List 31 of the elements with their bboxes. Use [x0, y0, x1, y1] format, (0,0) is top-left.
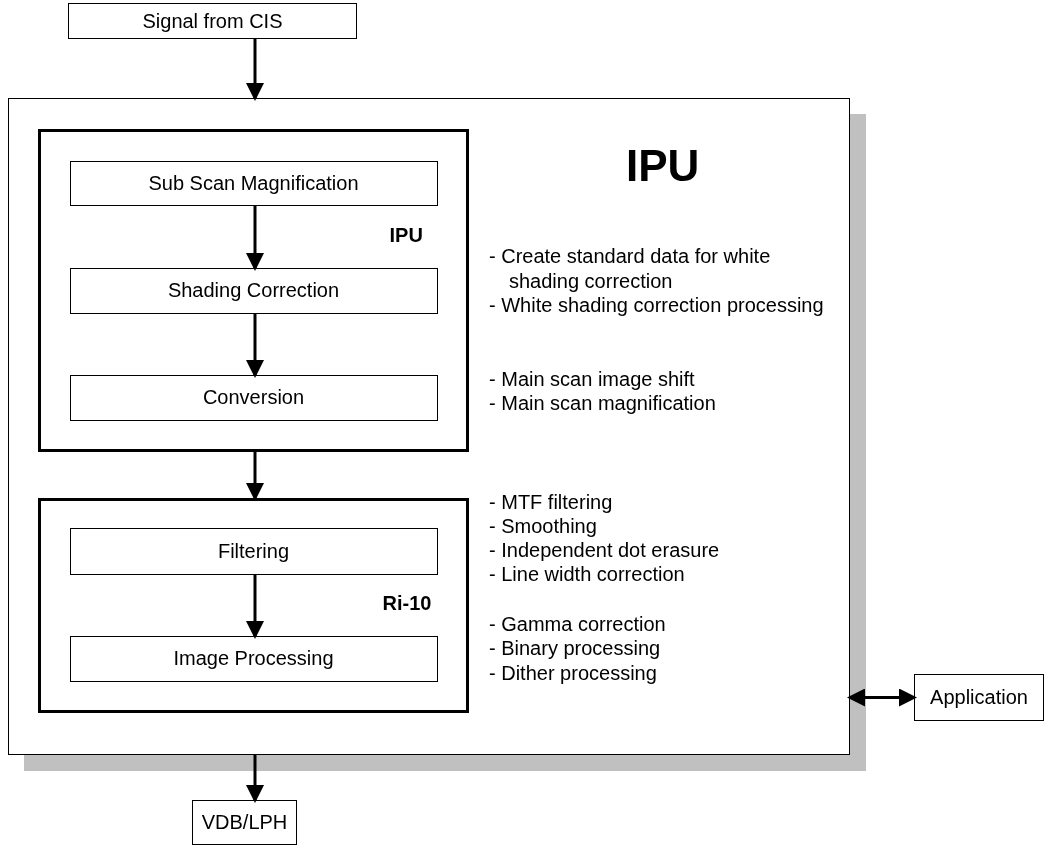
arrow — [246, 314, 264, 378]
arrow — [246, 755, 264, 803]
arrow — [847, 688, 917, 707]
note-text: - Independent dot erasure — [489, 538, 721, 563]
note-text: - Smoothing — [489, 514, 598, 539]
note-text: - MTF filtering — [489, 490, 614, 515]
note-text: - White shading correction processing — [489, 293, 825, 318]
note-text: - Create standard data for white shading correction — [489, 244, 772, 294]
note-text: - Binary processing — [489, 636, 662, 661]
group-box — [37, 497, 469, 713]
unit-panel — [8, 98, 850, 755]
note-text: - Gamma correction — [489, 612, 667, 637]
process-box: VDB/LPH — [192, 800, 297, 845]
note-text: - Dither processing — [489, 661, 658, 686]
arrow — [246, 575, 264, 639]
process-box: Shading Correction — [69, 267, 438, 314]
process-box: Image Processing — [69, 635, 438, 682]
arrow — [246, 39, 264, 101]
process-box: Filtering — [69, 527, 438, 575]
group-title: IPU — [389, 223, 423, 247]
group-title: Ri-10 — [382, 591, 432, 615]
process-box: Conversion — [69, 374, 438, 421]
note-text: - Line width correction — [489, 562, 686, 587]
arrow — [246, 206, 264, 271]
process-box: Sub Scan Magnification — [69, 160, 438, 206]
process-box: Signal from CIS — [68, 3, 357, 39]
group-title: IPU — [626, 141, 700, 191]
process-box: Application — [914, 674, 1044, 721]
group-box — [37, 128, 469, 452]
note-text: - Main scan magnification — [489, 391, 717, 416]
note-text: - Main scan image shift — [489, 367, 696, 392]
